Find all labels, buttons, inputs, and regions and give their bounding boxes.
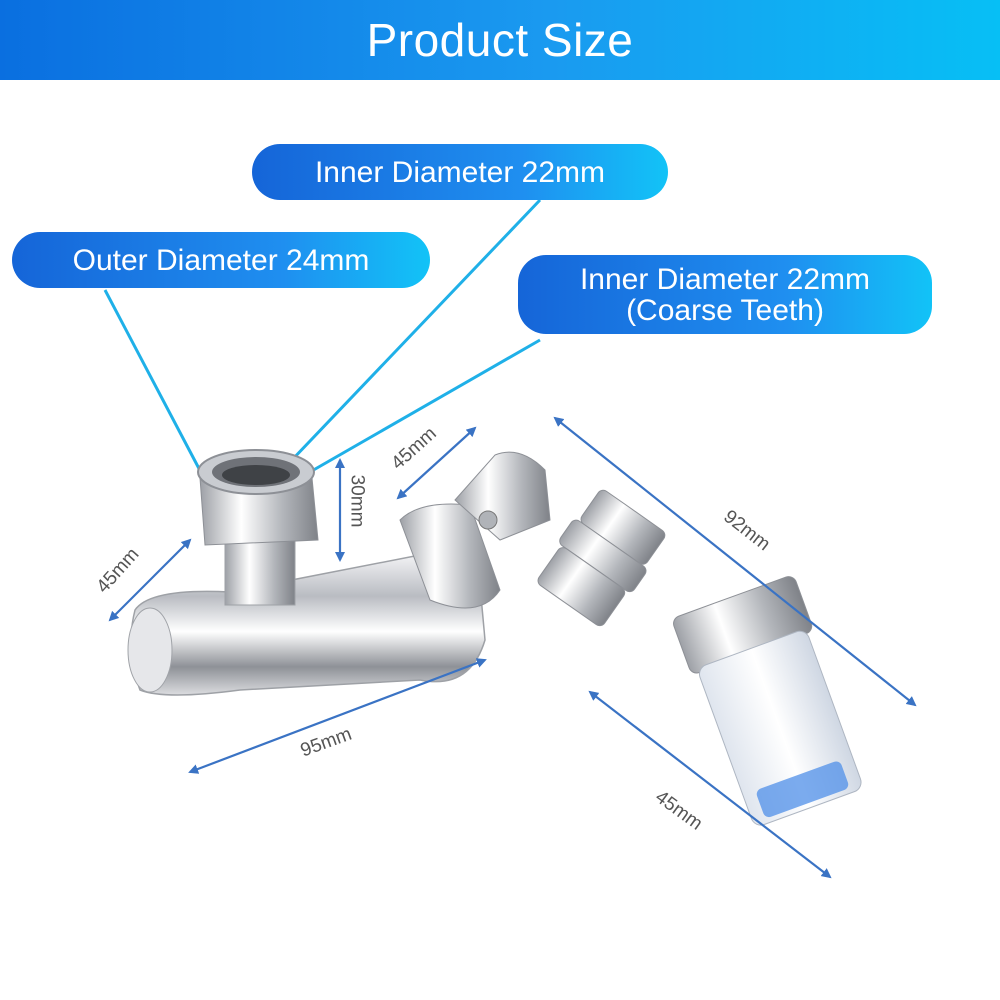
coarse-teeth-leader [309,338,541,474]
coarse-teeth-callout: Inner Diameter 22mm (Coarse Teeth) [518,255,932,334]
faucet-body [127,449,862,826]
dimension-arrows [108,416,917,879]
coarse-teeth-label-line1: Inner Diameter 22mm [579,262,871,296]
coarse-teeth-label-line2: (Coarse Teeth) [626,293,824,327]
inner-diameter-callout: Inner Diameter 22mm [252,144,668,200]
swivel-length-arrow [553,416,917,707]
inner-diameter-leader [288,198,542,464]
leader-lines [103,198,542,481]
top-width-arrow [396,426,477,500]
page-title: Product Size [366,14,634,66]
outer-diameter-leader [103,289,207,481]
left-width-arrow [108,538,192,622]
inner-diameter-label: Inner Diameter 22mm [314,155,606,189]
filter-length-arrow [588,690,832,879]
outer-diameter-label: Outer Diameter 24mm [72,243,370,277]
connector-height-label: 30mm [346,474,368,528]
arm-length-arrow [188,658,487,774]
outer-diameter-callout: Outer Diameter 24mm [12,232,430,288]
header-banner: Product Size [0,0,1000,80]
